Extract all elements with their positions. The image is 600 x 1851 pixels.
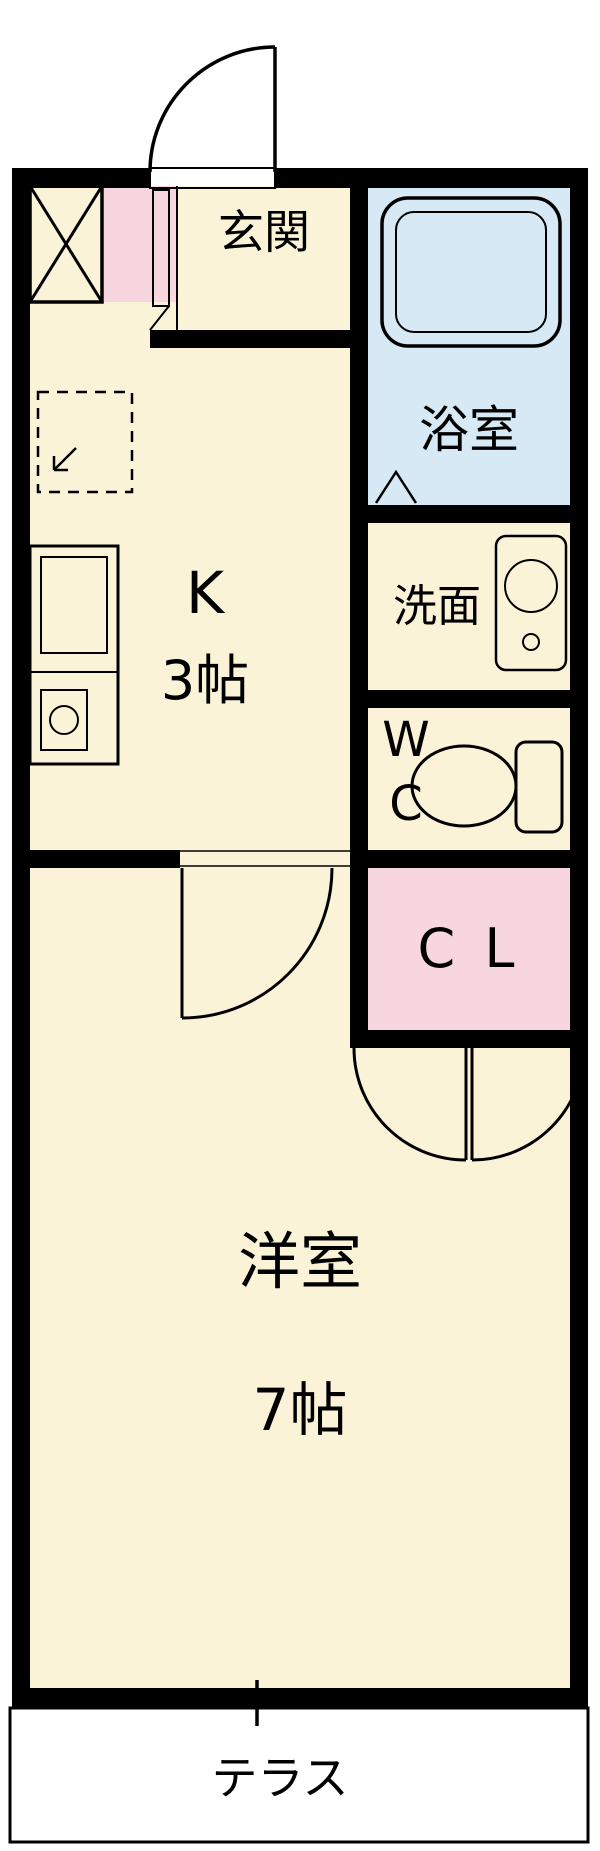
- kitchen-label-size: 3帖: [160, 649, 250, 712]
- terrace-label: テラス: [211, 1751, 349, 1805]
- kitchen-label-letter: K: [185, 559, 225, 627]
- entrance-door-swing-icon: [148, 45, 277, 173]
- kitchen-label: K 3帖: [105, 558, 305, 716]
- washbasin-icon: [494, 534, 568, 672]
- genkan-door-leaf-icon: [149, 189, 170, 331]
- wall-center-vertical: [350, 168, 368, 1048]
- terrace-outline: [8, 1706, 590, 1844]
- doors: [148, 45, 586, 1726]
- closet-double-door-icon: [352, 1047, 586, 1162]
- entrance-opening: [149, 167, 276, 189]
- washroom-floor: [368, 523, 570, 690]
- wall-left: [12, 168, 30, 1708]
- wall-bath-bottom: [350, 505, 588, 523]
- wall-washroom-bottom: [350, 690, 588, 708]
- toilet-label-w: W: [382, 712, 430, 768]
- bath-door-icon: [374, 469, 418, 504]
- kitchen-sink-icon: [28, 544, 120, 766]
- wall-genkan-bottom: [150, 330, 368, 348]
- room-opening: [180, 850, 350, 867]
- wall-top-left: [12, 168, 150, 188]
- western-room-label: 洋室 7帖: [100, 1222, 500, 1450]
- kitchen-floor: [30, 186, 350, 868]
- wall-toilet-bottom: [350, 850, 588, 868]
- toilet-floor: [368, 708, 570, 860]
- refrigerator-space-icon: [36, 390, 134, 494]
- entry-storage-box: [104, 186, 176, 302]
- toilet-label-c: C: [389, 776, 423, 832]
- western-room-label-name: 洋室: [237, 1225, 362, 1298]
- bathroom-label: 浴室: [419, 401, 519, 459]
- western-room-label-size: 7帖: [252, 1376, 348, 1444]
- wall-right: [570, 168, 588, 1708]
- toilet-label: W C: [376, 708, 436, 836]
- walls: [12, 168, 588, 1708]
- toilet-icon: [410, 740, 564, 834]
- genkan-label: 玄関: [218, 205, 310, 259]
- bathtub-icon: [380, 196, 562, 348]
- wall-closet-bottom: [350, 1030, 588, 1048]
- wall-kitchen-bottom: [12, 850, 180, 868]
- closet-floor: [368, 868, 570, 1030]
- closet-label: C L: [417, 917, 521, 980]
- window-icon: [204, 1680, 312, 1726]
- room-door-swing-icon: [180, 867, 334, 1020]
- washroom-label: 洗面: [393, 581, 481, 632]
